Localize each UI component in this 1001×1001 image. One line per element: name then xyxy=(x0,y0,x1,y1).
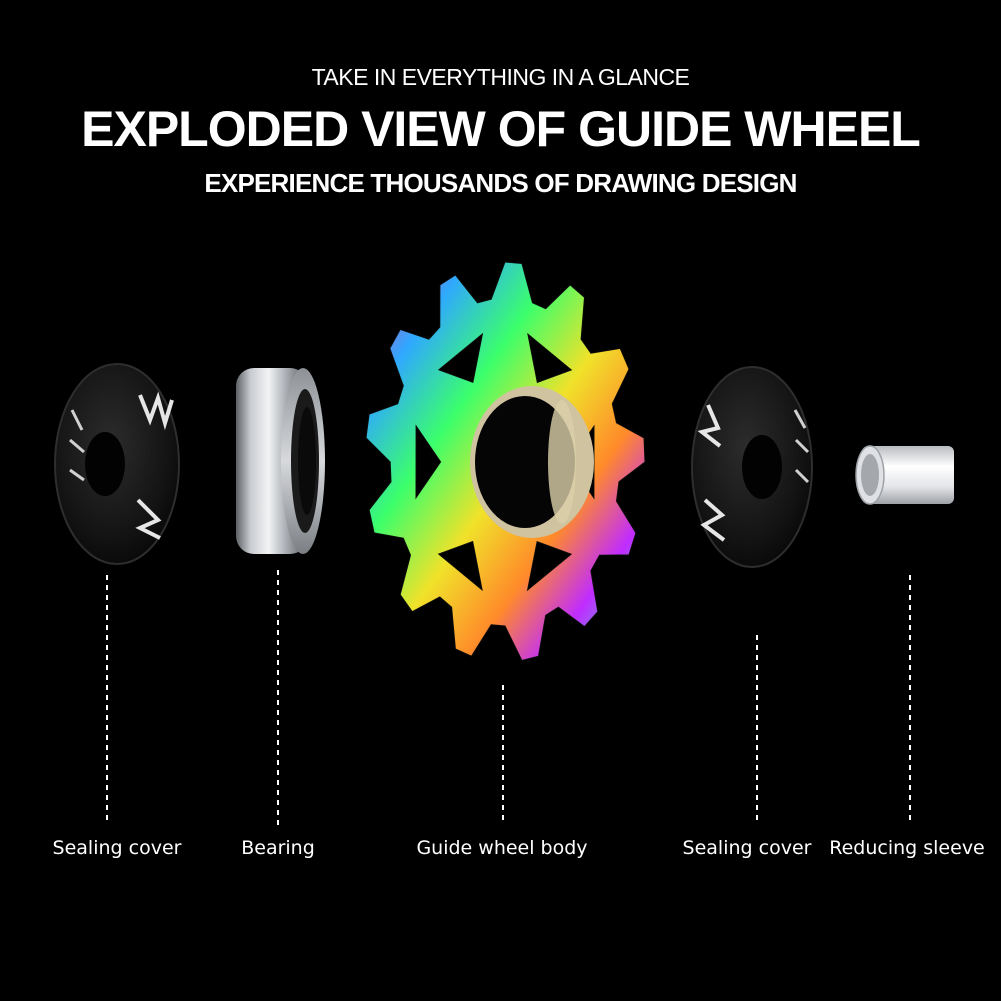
label-sealing-cover-right: Sealing cover xyxy=(682,837,812,859)
reducing-sleeve-icon xyxy=(855,445,954,505)
label-guide-wheel-body: Guide wheel body xyxy=(416,837,588,859)
sealing-cover-icon xyxy=(691,366,813,568)
page-subtitle: EXPERIENCE THOUSANDS OF DRAWING DESIGN xyxy=(204,168,797,198)
leader-lines xyxy=(106,570,911,825)
kicker-text: TAKE IN EVERYTHING IN A GLANCE xyxy=(311,64,690,90)
label-sealing-cover-left: Sealing cover xyxy=(52,837,182,859)
page-title: EXPLODED VIEW OF GUIDE WHEEL xyxy=(81,101,921,157)
bearing-icon xyxy=(236,368,325,554)
label-reducing-sleeve: Reducing sleeve xyxy=(829,837,985,859)
guide-wheel-icon xyxy=(365,261,646,662)
sealing-cover-icon xyxy=(54,363,180,565)
label-bearing: Bearing xyxy=(241,837,315,859)
